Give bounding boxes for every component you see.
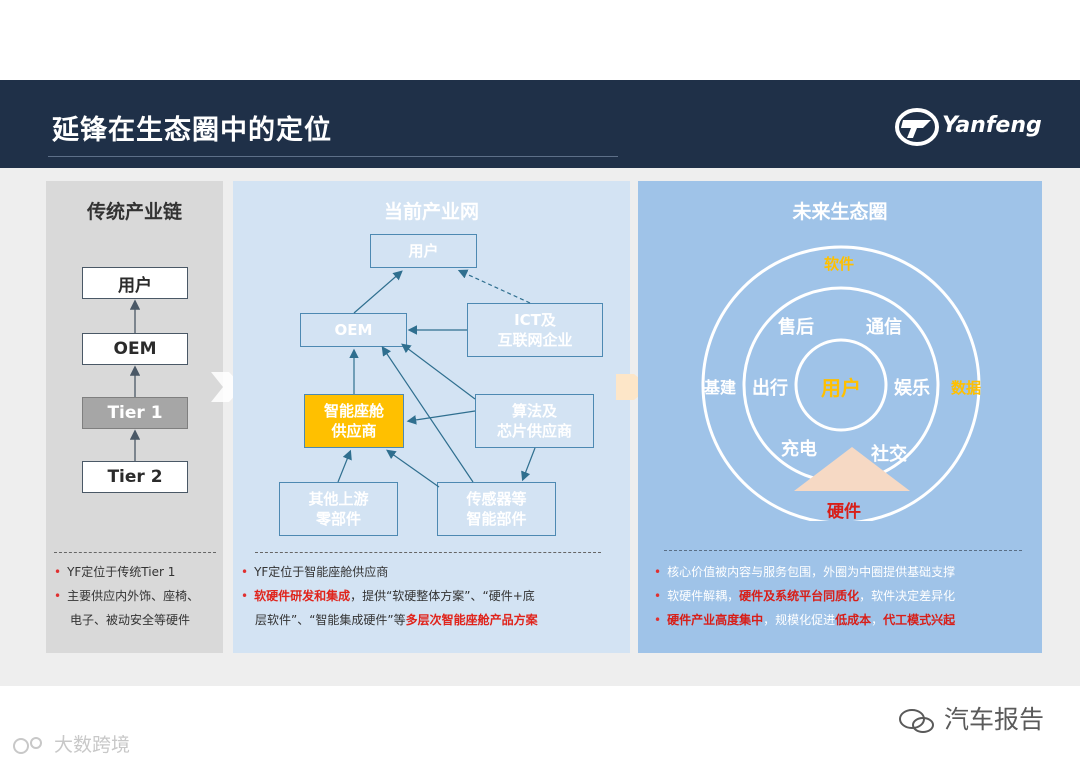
inner-label-communication: 通信 xyxy=(866,317,902,338)
chain-node-oem: OEM xyxy=(82,333,188,365)
inner-label-social: 社交 xyxy=(871,444,907,465)
traditional-bullet-2: •主要供应内外饰、座椅、 xyxy=(54,589,200,603)
node-ict: ICT及互联网企业 xyxy=(467,303,603,357)
page-title: 延锋在生态圈中的定位 xyxy=(52,115,332,146)
current-bullet-2-cont: 层软件”、“智能集成硬件”等多层次智能座舱产品方案 xyxy=(255,613,538,627)
network-arrows xyxy=(337,269,536,488)
logo-text: Yanfeng xyxy=(942,113,1042,138)
traditional-bullet-1: •YF定位于传统Tier 1 xyxy=(54,565,176,579)
inner-label-mobility: 出行 xyxy=(752,378,788,399)
header-band xyxy=(0,80,1080,168)
node-sensors: 传感器等智能部件 xyxy=(437,482,556,536)
hardware-triangle xyxy=(794,447,910,491)
current-bullet-1: •YF定位于智能座舱供应商 xyxy=(241,565,389,579)
node-user: 用户 xyxy=(370,234,477,268)
ecosystem-rings xyxy=(701,245,981,521)
chain-node-tier2: Tier 2 xyxy=(82,461,188,493)
inner-label-charging: 充电 xyxy=(781,439,817,460)
future-heading: 未来生态圈 xyxy=(792,201,888,223)
watermark-logo-icon xyxy=(13,736,42,754)
chain-arrows xyxy=(129,299,141,461)
wechat-icon xyxy=(899,709,934,733)
traditional-chain-panel: 传统产业链 用户 OEM Tier 1 Tier 2 •YF定位于传统Tier … xyxy=(46,181,223,653)
current-bullet-2: •软硬件研发和集成，提供“软硬整体方案”、“硬件+底 xyxy=(241,589,535,603)
divider xyxy=(54,552,216,553)
outer-label-infrastructure: 基建 xyxy=(704,378,737,397)
node-upstream-parts: 其他上游零部件 xyxy=(279,482,398,536)
node-oem: OEM xyxy=(300,313,407,347)
watermark-left: 大数跨境 xyxy=(12,730,130,757)
current-network-panel: 当前产业网 用户 OEM ICT及互联网企业 智能座舱供应商 算法及芯片供应商 … xyxy=(233,181,630,653)
inner-label-aftersales: 售后 xyxy=(778,317,814,338)
current-heading: 当前产业网 xyxy=(383,201,479,223)
outer-label-software: 软件 xyxy=(824,255,855,273)
watermark-right: 汽车报告 xyxy=(898,700,1044,736)
hardware-label: 硬件 xyxy=(827,502,861,522)
future-bullet-3: •硬件产业高度集中，规模化促进低成本，代工模式兴起 xyxy=(654,613,956,627)
divider xyxy=(255,552,601,553)
traditional-bullet-2-cont: 电子、被动安全等硬件 xyxy=(70,613,191,627)
chain-node-user: 用户 xyxy=(82,267,188,299)
future-ecosystem-panel: 未来生态圈 用户 售后 通信 出行 娱乐 充电 社交 软件 基建 数据 硬件 •… xyxy=(638,181,1042,653)
node-smart-cockpit-supplier: 智能座舱供应商 xyxy=(304,394,404,448)
chain-node-tier1: Tier 1 xyxy=(82,397,188,429)
yanfeng-logo-icon xyxy=(895,108,939,146)
outer-label-data: 数据 xyxy=(951,379,982,397)
title-underline xyxy=(48,156,618,157)
ecosystem-center-user: 用户 xyxy=(821,376,861,400)
inner-label-entertainment: 娱乐 xyxy=(894,378,930,399)
traditional-heading: 传统产业链 xyxy=(86,201,182,223)
divider xyxy=(664,550,1022,551)
future-bullet-1: •核心价值被内容与服务包围，外圈为中圈提供基础支撑 xyxy=(654,565,956,579)
node-algorithm-chip: 算法及芯片供应商 xyxy=(475,394,594,448)
future-bullet-2: •软硬件解耦，硬件及系统平台同质化，软件决定差异化 xyxy=(654,589,956,603)
